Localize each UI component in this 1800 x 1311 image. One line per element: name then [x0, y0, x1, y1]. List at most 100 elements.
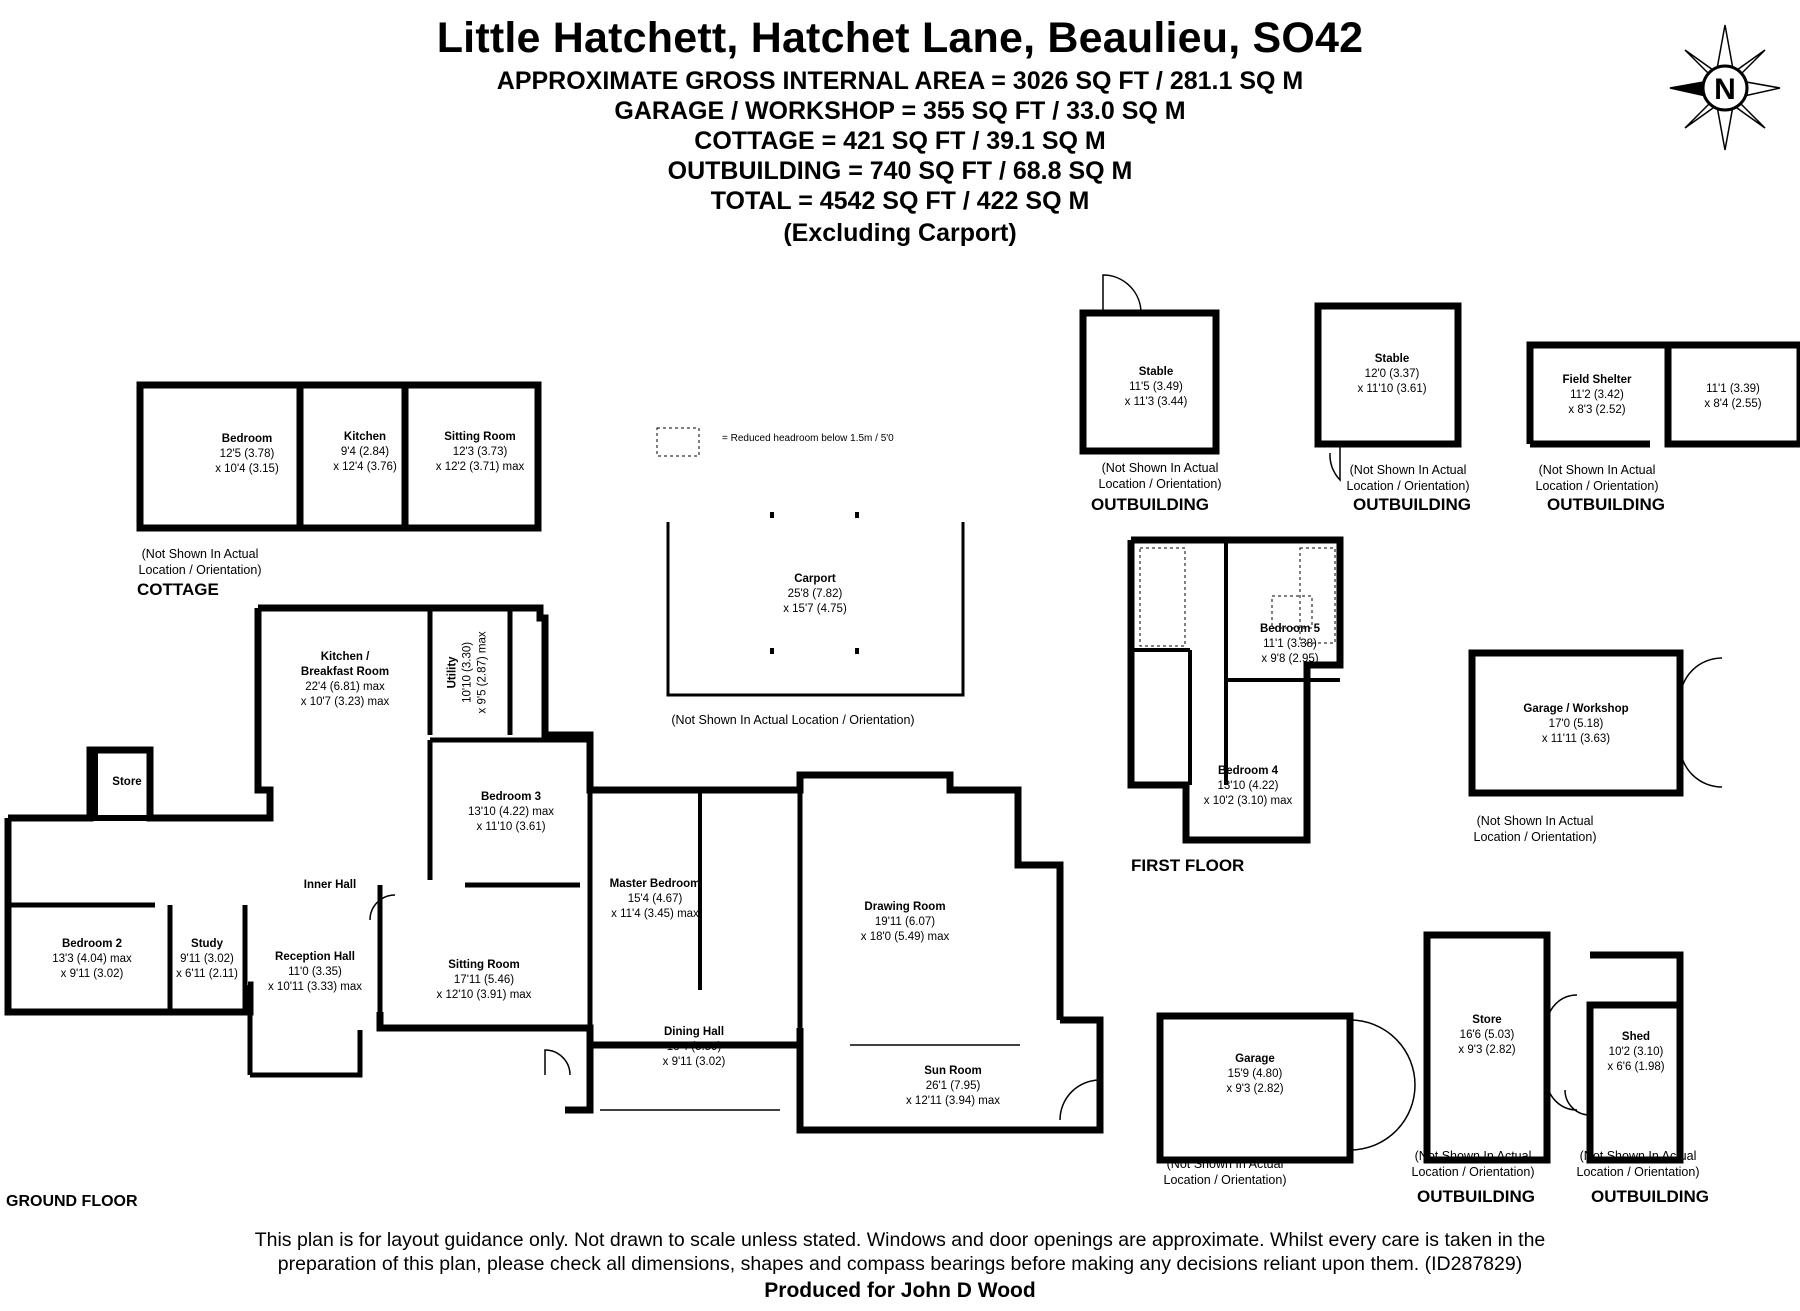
- section-outbuilding-store: OUTBUILDING: [1416, 1187, 1536, 1206]
- room-dims: 13'3 (4.04) max x 9'11 (3.02): [52, 952, 132, 980]
- room-dims: 11'5 (3.49) x 11'3 (3.44): [1124, 380, 1188, 408]
- garage-workshop-not-shown-note: (Not Shown In Actual Location / Orientat…: [1473, 814, 1597, 845]
- room-master-bedroom: Master Bedroom 15'4 (4.67) x 11'4 (3.45)…: [610, 877, 701, 922]
- room-name: Bedroom: [221, 433, 273, 445]
- shed-not-shown-note: (Not Shown In Actual Location / Orientat…: [1576, 1149, 1700, 1180]
- room-name: Carport: [794, 573, 836, 585]
- compass-letter: N: [1714, 73, 1736, 106]
- room-drawing-room: Drawing Room 19'11 (6.07) x 18'0 (5.49) …: [861, 900, 950, 945]
- section-outbuilding-stable-1: OUTBUILDING: [1090, 495, 1210, 514]
- room-name: Dining Hall: [663, 1026, 725, 1038]
- carport-not-shown-note: (Not Shown In Actual Location / Orientat…: [671, 713, 915, 727]
- room-name: Bedroom 3: [480, 791, 542, 803]
- north-compass-icon: N: [1669, 24, 1781, 151]
- stable-1-outline: [1079, 309, 1220, 455]
- section-outbuilding-stable-2: OUTBUILDING: [1352, 495, 1472, 514]
- room-name: Bedroom 2: [61, 938, 123, 950]
- room-name: Inner Hall: [303, 879, 357, 891]
- room-name: Garage: [1235, 1053, 1275, 1065]
- room-inner-hall: Inner Hall: [304, 878, 356, 893]
- room-dims: 11'2 (3.42) x 8'3 (2.52): [1568, 388, 1626, 416]
- room-name: Sun Room: [924, 1065, 982, 1077]
- room-name: Store: [1472, 1014, 1502, 1026]
- disclaimer-line-2: preparation of this plan, please check a…: [277, 1253, 1523, 1275]
- room-bedroom-5: Bedroom 5 11'1 (3.38) x 9'8 (2.95): [1260, 622, 1320, 667]
- room-name: Sitting Room: [448, 959, 520, 971]
- area-gross-internal: APPROXIMATE GROSS INTERNAL AREA = 3026 S…: [496, 67, 1304, 95]
- room-dims: 17'11 (5.46) x 12'10 (3.91) max: [436, 973, 532, 1001]
- room-dims: 12'0 (3.37) x 11'10 (3.61): [1357, 367, 1427, 395]
- plan-title: Little Hatchett, Hatchet Lane, Beaulieu,…: [436, 14, 1364, 62]
- room-dims: 26'1 (7.95) x 12'11 (3.94) max: [905, 1079, 1001, 1107]
- room-dims: 11'0 (3.35) x 10'11 (3.33) max: [267, 965, 363, 993]
- room-dims: 12'3 (3.73) x 12'2 (3.71) max: [435, 445, 525, 473]
- room-dining-hall: Dining Hall 18'4 (5.59) x 9'11 (3.02): [663, 1025, 726, 1070]
- room-dims: 11'1 (3.38) x 9'8 (2.95): [1261, 637, 1319, 665]
- room-name: Drawing Room: [864, 901, 946, 913]
- room-dims: 18'4 (5.59) x 9'11 (3.02): [662, 1040, 726, 1068]
- room-name: Study: [191, 938, 223, 950]
- stable-2-not-shown-note: (Not Shown In Actual Location / Orientat…: [1346, 463, 1470, 494]
- room-dims: 16'6 (5.03) x 9'3 (2.82): [1458, 1028, 1516, 1056]
- room-cottage-bedroom: Bedroom 12'5 (3.78) x 10'4 (3.15): [215, 432, 279, 477]
- room-reception-hall: Reception Hall 11'0 (3.35) x 10'11 (3.33…: [268, 950, 362, 995]
- room-name: Stable: [1138, 366, 1174, 378]
- room-utility: Utility 10'10 (3.30) x 9'5 (2.87) max: [446, 631, 491, 713]
- section-outbuilding-shed: OUTBUILDING: [1590, 1187, 1710, 1206]
- room-name: Store: [112, 776, 142, 788]
- section-ground-floor: GROUND FLOOR: [6, 1193, 138, 1210]
- cottage-not-shown-note: (Not Shown In Actual Location / Orientat…: [138, 547, 262, 578]
- room-dims: 17'0 (5.18) x 11'11 (3.63): [1541, 717, 1611, 745]
- room-carport: Carport 25'8 (7.82) x 15'7 (4.75): [783, 572, 847, 617]
- room-stable-2: Stable 12'0 (3.37) x 11'10 (3.61): [1357, 352, 1426, 397]
- area-note: (Excluding Carport): [783, 219, 1017, 247]
- garage-not-shown-note: (Not Shown In Actual Location / Orientat…: [1163, 1157, 1287, 1188]
- room-name: Utility: [446, 656, 459, 689]
- store-outbuilding-not-shown-note: (Not Shown In Actual Location / Orientat…: [1411, 1149, 1535, 1180]
- room-cottage-kitchen: Kitchen 9'4 (2.84) x 12'4 (3.76): [333, 430, 397, 475]
- room-name: Garage / Workshop: [1523, 703, 1629, 715]
- field-shelter-not-shown-note: (Not Shown In Actual Location / Orientat…: [1535, 463, 1659, 494]
- room-name: Bedroom 4: [1217, 765, 1279, 777]
- room-name: Sitting Room: [444, 431, 516, 443]
- room-dims: 15'9 (4.80) x 9'3 (2.82): [1226, 1067, 1284, 1095]
- room-dims: 9'4 (2.84) x 12'4 (3.76): [333, 445, 397, 473]
- headroom-legend: = Reduced headroom below 1.5m / 5'0: [722, 433, 894, 444]
- room-name: Kitchen / Breakfast Room: [300, 651, 390, 678]
- room-kitchen-breakfast: Kitchen / Breakfast Room 22'4 (6.81) max…: [301, 650, 390, 710]
- room-name: Reception Hall: [275, 951, 355, 963]
- room-garage-workshop: Garage / Workshop 17'0 (5.18) x 11'11 (3…: [1523, 702, 1628, 747]
- room-dims: 22'4 (6.81) max x 10'7 (3.23) max: [300, 680, 390, 708]
- store-outbuilding-outline: [1423, 931, 1551, 1164]
- area-cottage: COTTAGE = 421 SQ FT / 39.1 SQ M: [694, 127, 1106, 155]
- room-sitting-room: Sitting Room 17'11 (5.46) x 12'10 (3.91)…: [437, 958, 532, 1003]
- area-outbuilding: OUTBUILDING = 740 SQ FT / 68.8 SQ M: [667, 157, 1133, 185]
- room-bedroom-3: Bedroom 3 13'10 (4.22) max x 11'10 (3.61…: [468, 790, 554, 835]
- room-name: Kitchen: [343, 431, 387, 443]
- room-store-outbuilding: Store 16'6 (5.03) x 9'3 (2.82): [1458, 1013, 1515, 1058]
- room-dims: 12'5 (3.78) x 10'4 (3.15): [215, 447, 279, 475]
- produced-for: Produced for John D Wood: [764, 1279, 1036, 1302]
- section-first-floor: FIRST FLOOR: [1131, 856, 1245, 875]
- room-garage: Garage 15'9 (4.80) x 9'3 (2.82): [1226, 1052, 1283, 1097]
- room-store: Store: [112, 775, 141, 790]
- room-name: Field Shelter: [1562, 374, 1632, 386]
- room-shed: Shed 10'2 (3.10) x 6'6 (1.98): [1607, 1030, 1664, 1075]
- stable-1-not-shown-note: (Not Shown In Actual Location / Orientat…: [1098, 461, 1222, 492]
- room-sun-room: Sun Room 26'1 (7.95) x 12'11 (3.94) max: [906, 1064, 1000, 1109]
- room-dims: 11'1 (3.39) x 8'4 (2.55): [1704, 383, 1762, 410]
- room-name: Shed: [1621, 1031, 1651, 1043]
- room-name: Bedroom 5: [1259, 623, 1321, 635]
- room-dims: 13'10 (4.22) x 10'2 (3.10) max: [1203, 779, 1293, 807]
- room-name: Stable: [1374, 353, 1410, 365]
- room-dims: 10'2 (3.10) x 6'6 (1.98): [1607, 1045, 1665, 1073]
- area-total: TOTAL = 4542 SQ FT / 422 SQ M: [710, 187, 1090, 215]
- cottage-outline: [136, 381, 542, 532]
- room-cottage-sitting: Sitting Room 12'3 (3.73) x 12'2 (3.71) m…: [436, 430, 525, 475]
- room-bedroom-4: Bedroom 4 13'10 (4.22) x 10'2 (3.10) max: [1204, 764, 1293, 809]
- room-dims: 15'4 (4.67) x 11'4 (3.45) max: [611, 892, 699, 920]
- room-study: Study 9'11 (3.02) x 6'11 (2.11): [176, 937, 238, 982]
- room-name: Master Bedroom: [609, 878, 701, 890]
- area-garage-workshop: GARAGE / WORKSHOP = 355 SQ FT / 33.0 SQ …: [614, 97, 1186, 125]
